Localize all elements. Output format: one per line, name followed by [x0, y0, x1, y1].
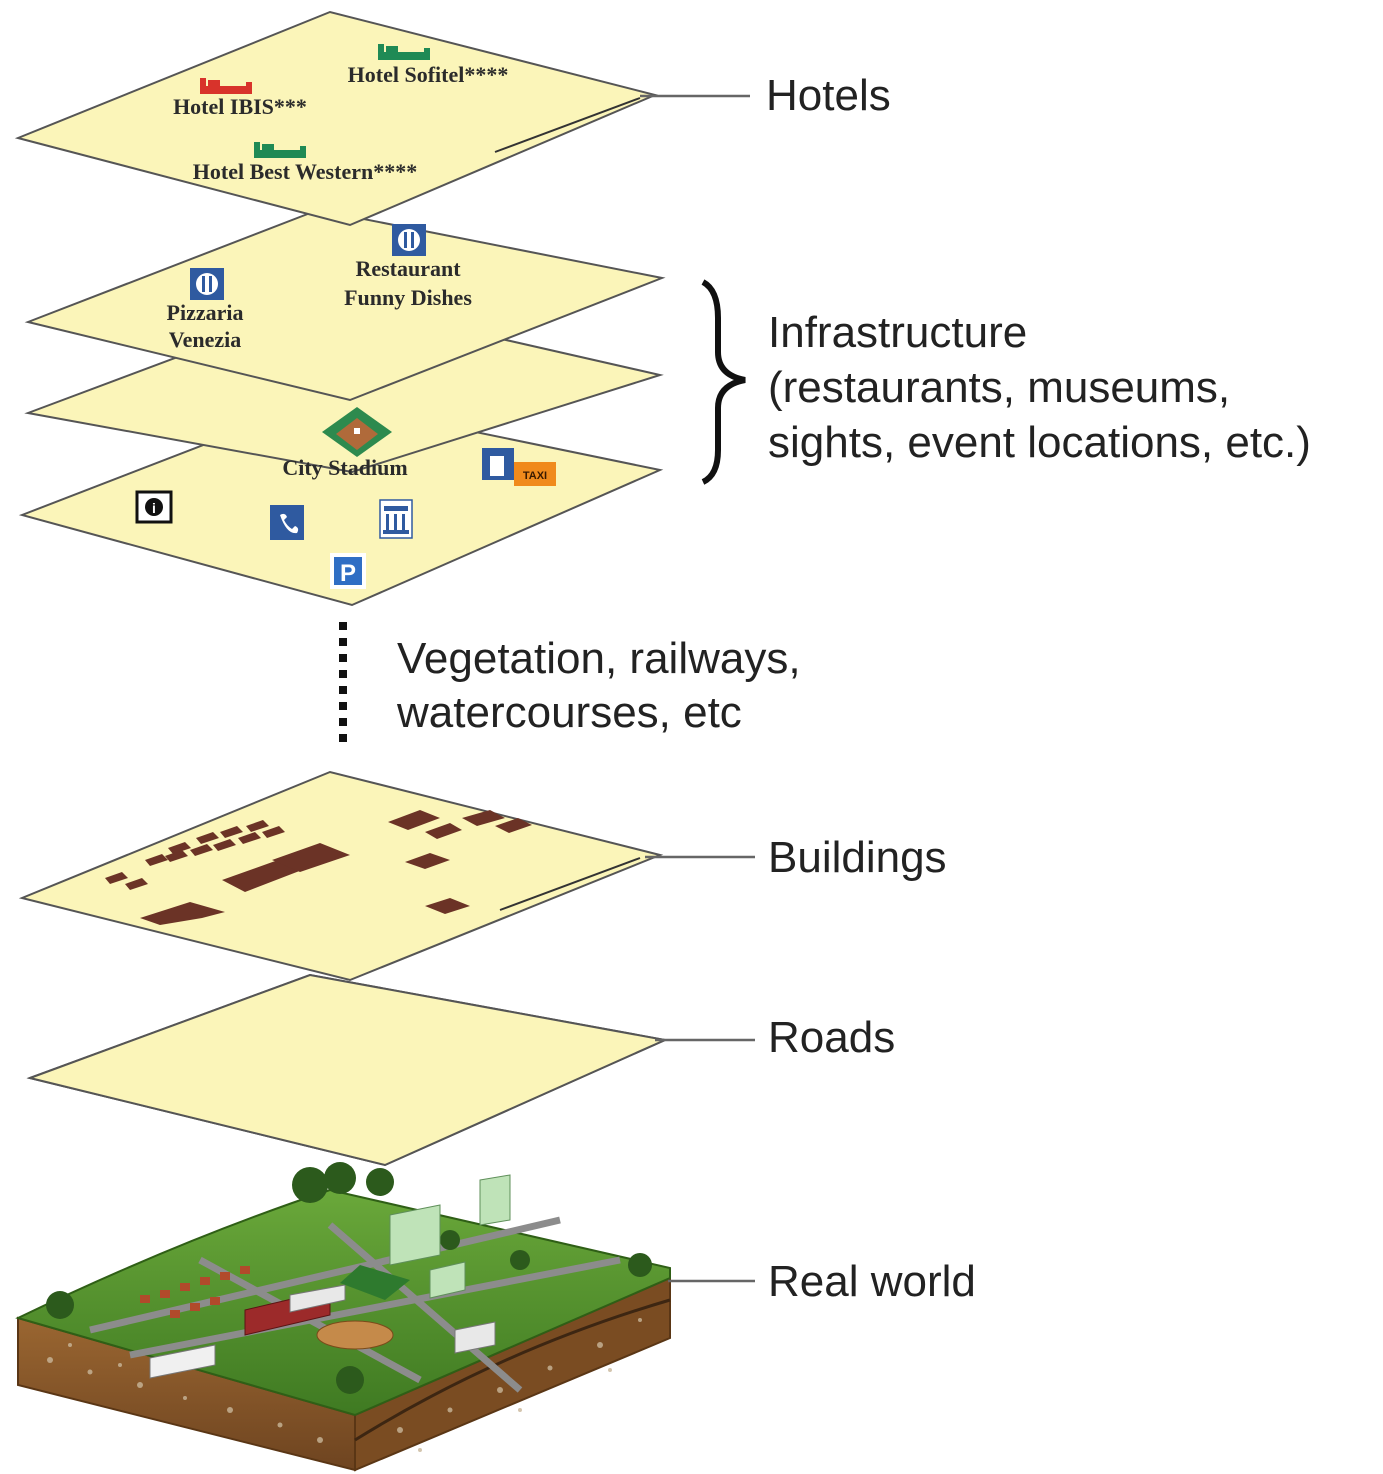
real-world-label: Real world	[768, 1257, 976, 1306]
infrastructure-brace	[701, 279, 746, 485]
infrastructure-label-line2: (restaurants, museums,	[768, 363, 1230, 412]
infrastructure-label-line3: sights, event locations, etc.)	[768, 418, 1311, 467]
stadium-icon	[322, 407, 392, 457]
hotel-ibis-label: Hotel IBIS***	[173, 94, 307, 119]
city-stadium-label: City Stadium	[282, 455, 407, 480]
hotels-label: Hotels	[766, 71, 891, 120]
restaurant-icon	[392, 224, 426, 256]
vegetation-label-line1: Vegetation, railways,	[397, 634, 801, 683]
telephone-icon	[270, 505, 304, 540]
bed-icon	[200, 78, 252, 94]
hotel-best-western-label: Hotel Best Western****	[193, 159, 417, 184]
ground-trees	[46, 1162, 652, 1394]
pizzeria-name-line2: Venezia	[169, 327, 242, 352]
taxi-icon: TAXI	[482, 448, 556, 486]
roads-layer	[26, 973, 669, 1167]
soil-stones	[47, 1318, 642, 1452]
pizzeria-icon	[190, 268, 224, 300]
pizzeria-name-line1: Pizzaria	[167, 300, 244, 325]
bed-icon	[254, 142, 306, 158]
svg-text:TAXI: TAXI	[523, 470, 547, 482]
infrastructure-layer-1: Restaurant Funny Dishes Pizzaria Venezia	[24, 208, 666, 402]
ground-houses	[140, 1266, 250, 1318]
parking-icon: P	[330, 553, 366, 589]
svg-text:P: P	[340, 560, 356, 587]
ground-buildings	[149, 1174, 511, 1379]
buildings-label: Buildings	[768, 833, 947, 882]
infrastructure-label-line1: Infrastructure	[768, 308, 1027, 357]
restaurant-name-line1: Restaurant	[355, 256, 461, 281]
restaurant-name-line2: Funny Dishes	[344, 285, 472, 310]
infrastructure-layer-3: i P TAXI	[18, 398, 664, 607]
info-icon: i	[135, 490, 173, 524]
ground-field	[340, 1265, 410, 1300]
ground-stadium	[316, 1320, 394, 1350]
svg-text:i: i	[152, 500, 156, 516]
buildings-layer	[18, 770, 664, 982]
hotel-sofitel-label: Hotel Sofitel****	[348, 62, 509, 87]
real-world-block	[15, 1162, 671, 1472]
ground-roads	[89, 1216, 621, 1393]
bed-icon	[378, 44, 430, 60]
hotels-layer: Hotel Sofitel**** Hotel IBIS*** Hotel Be…	[14, 10, 659, 227]
roads-label: Roads	[768, 1013, 895, 1062]
museum-icon	[379, 499, 413, 539]
vegetation-label-line2: watercourses, etc	[396, 688, 742, 737]
